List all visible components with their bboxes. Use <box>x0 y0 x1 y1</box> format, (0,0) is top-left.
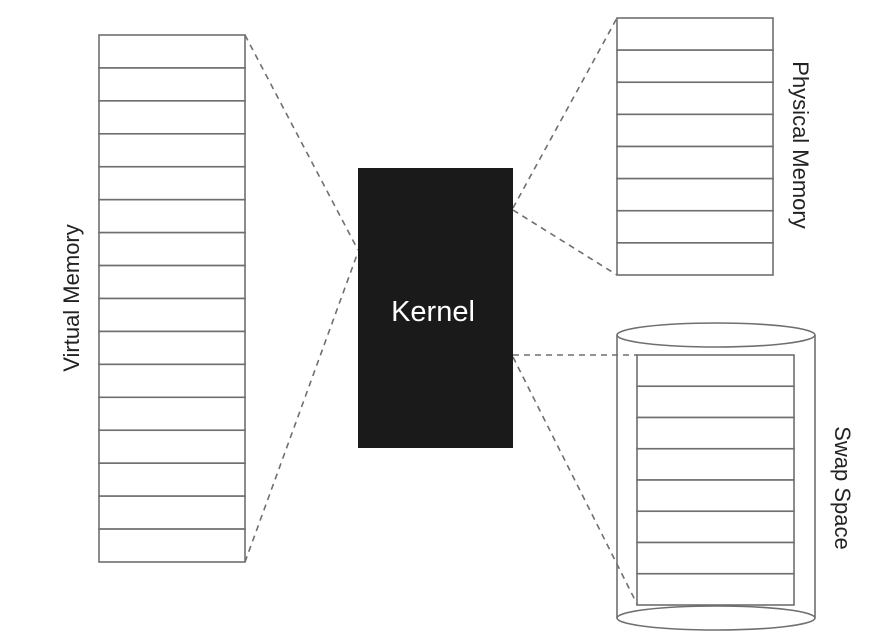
swap-cylinder-top <box>616 322 816 348</box>
virtual-memory-slot-11 <box>98 363 246 399</box>
physical-memory-slot-6 <box>616 177 774 212</box>
physical-memory-slot-3 <box>616 81 774 116</box>
kernel-label: Kernel <box>391 296 475 328</box>
swap-space-label: Swap Space <box>830 426 855 550</box>
swap-space-slot-4 <box>636 447 795 481</box>
swap-space-slot-2 <box>636 385 795 419</box>
virtual-memory-slot-1 <box>98 34 246 69</box>
virtual-memory-slot-10 <box>98 330 246 366</box>
physical-memory-column <box>616 17 774 276</box>
swap-space-slot-7 <box>636 541 795 575</box>
physical-memory-slot-8 <box>616 242 774 276</box>
virtual-memory-slot-7 <box>98 231 246 267</box>
kernel-block <box>358 168 513 448</box>
physical-memory-slot-5 <box>616 145 774 180</box>
swap-cylinder-bottom <box>616 605 816 631</box>
virtual-memory-slot-12 <box>98 396 246 432</box>
virtual-memory-slot-3 <box>98 100 246 135</box>
virtual-memory-slot-8 <box>98 264 246 300</box>
virtual-memory-slot-15 <box>98 495 246 530</box>
virtual-memory-slot-5 <box>98 165 246 201</box>
physical-memory-label: Physical Memory <box>788 61 813 228</box>
kernel-to-swap-bottom-line <box>512 356 638 605</box>
virtual-memory-column <box>98 34 246 563</box>
virtual-memory-slot-13 <box>98 429 246 464</box>
swap-space-slot-3 <box>636 416 795 450</box>
virtual-memory-label: Virtual Memory <box>59 224 84 372</box>
swap-cylinder-body <box>616 335 816 618</box>
vm-to-kernel-top-line <box>244 34 359 251</box>
physical-memory-slot-2 <box>616 49 774 84</box>
swap-space-cylinder <box>616 322 816 631</box>
swap-space-slots <box>636 354 795 606</box>
swap-space-slot-1 <box>636 354 795 388</box>
virtual-memory-slot-4 <box>98 133 246 168</box>
virtual-memory-slot-2 <box>98 67 246 102</box>
mapping-lines <box>244 17 638 605</box>
swap-space-slot-5 <box>636 479 795 513</box>
virtual-memory-slot-9 <box>98 297 246 333</box>
kernel-to-pm-bottom-line <box>512 209 618 276</box>
virtual-memory-slot-16 <box>98 528 246 563</box>
swap-space-slot-6 <box>636 510 795 544</box>
vm-to-kernel-bottom-line <box>244 251 359 563</box>
physical-memory-slot-1 <box>616 17 774 51</box>
physical-memory-slot-4 <box>616 113 774 148</box>
virtual-memory-slot-14 <box>98 462 246 497</box>
swap-space-slot-8 <box>636 572 795 606</box>
physical-memory-slot-7 <box>616 209 774 244</box>
virtual-memory-slot-6 <box>98 198 246 234</box>
kernel-to-pm-top-line <box>512 17 618 209</box>
